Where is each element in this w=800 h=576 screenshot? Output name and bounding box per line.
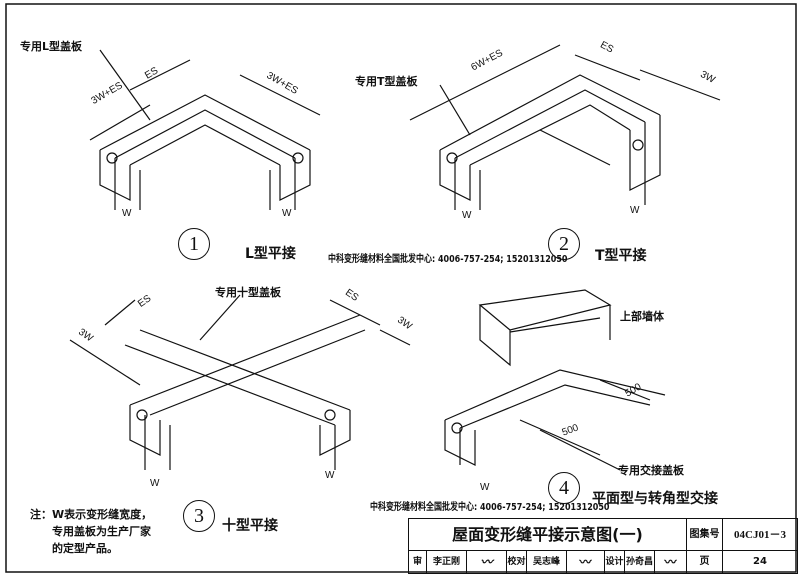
note-line: 专用盖板为生产厂家 — [52, 525, 151, 538]
note: 注：W表示变形缝宽度， 专用盖板为生产厂家 的定型产品。 — [30, 506, 152, 557]
detail-number: 3 — [183, 500, 215, 532]
review-label: 审核 — [409, 551, 427, 573]
upper-wall-label: 上部墙体 — [620, 310, 664, 323]
w-label: W — [480, 482, 490, 493]
w-label: W — [325, 470, 335, 481]
intersection-drawing — [444, 289, 666, 471]
w-label: W — [630, 205, 640, 216]
detail-number: 2 — [548, 228, 580, 260]
l-cover-label: 专用L型盖板 — [20, 40, 83, 53]
atlas-number: 04CJ01－3 — [723, 519, 797, 551]
note-line: 的定型产品。 — [52, 542, 118, 555]
design-label: 设计 — [605, 551, 625, 573]
t-joint-title: T型平接 — [595, 248, 647, 264]
watermark-text: 中科变形缝材料全国批发中心: 4006-757-254; 15201312050 — [328, 254, 568, 265]
t-joint-drawing — [409, 44, 721, 210]
check-label: 校对 — [507, 551, 527, 573]
w-label: W — [122, 208, 132, 219]
checker-name: 吴志峰 — [527, 551, 567, 573]
designer-name: 孙奇昌 — [625, 551, 655, 573]
note-line: W表示变形缝宽度， — [52, 508, 153, 521]
page-number: 24 — [753, 556, 767, 567]
cross-joint-title: 十型平接 — [222, 518, 278, 534]
title-block: 屋面变形缝平接示意图(一) 图集号 04CJ01－3 审核 李正刚 〰 校对 吴… — [408, 518, 798, 574]
watermark-text: 中科变形缝材料全国批发中心: 4006-757-254; 15201312050 — [370, 502, 610, 513]
w-label: W — [150, 478, 160, 489]
detail-number: 4 — [548, 472, 580, 504]
atlas-label: 图集号 — [687, 519, 723, 551]
w-label: W — [462, 210, 472, 221]
cross-joint-drawing — [69, 294, 411, 470]
cross-cover-label: 专用十型盖板 — [215, 286, 281, 299]
sheet-border — [5, 3, 797, 573]
reviewer-name: 李正刚 — [427, 551, 467, 573]
note-prefix: 注： — [30, 508, 52, 521]
page-label: 页 — [687, 551, 723, 573]
intersection-title: 平面型与转角型交接 — [592, 491, 718, 507]
drawing-title: 屋面变形缝平接示意图(一) — [409, 519, 687, 551]
detail-number: 1 — [178, 228, 210, 260]
l-joint-title: L型平接 — [245, 246, 296, 262]
w-label: W — [282, 208, 292, 219]
l-joint-drawing — [89, 49, 321, 210]
checker-signature: 〰 — [567, 551, 605, 573]
designer-signature: 〰 — [655, 551, 687, 573]
reviewer-signature: 〰 — [467, 551, 507, 573]
t-cover-label: 专用T型盖板 — [355, 75, 418, 88]
junction-cover-label: 专用交接盖板 — [618, 464, 684, 477]
